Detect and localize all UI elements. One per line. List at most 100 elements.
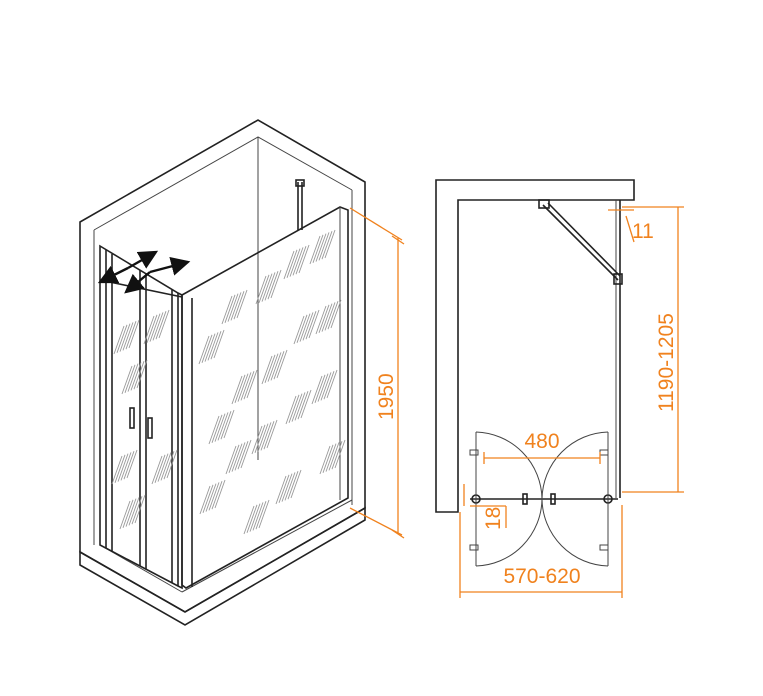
glass-hatch-line (302, 312, 314, 341)
glass-hatch-line (207, 332, 219, 361)
glass-hatch-line (151, 455, 163, 485)
glass-hatch-line (210, 331, 222, 360)
glass-hatch-line (246, 504, 258, 533)
glass-hatch-line (231, 375, 243, 405)
glass-hatch-line (290, 469, 302, 499)
glass-hatch-line (133, 361, 145, 390)
glass-hatch-line (263, 421, 275, 450)
glass-hatch-line (243, 505, 255, 535)
glass-hatch-line (208, 415, 220, 445)
glass-hatch-line (318, 232, 330, 261)
glass-hatch-line (317, 373, 329, 402)
glass-hatch-line (211, 481, 223, 510)
glass-hatch-line (328, 442, 340, 471)
glass-hatch-line (264, 354, 276, 383)
profile-offset-label: 18 (482, 507, 505, 530)
glass-hatch-line (154, 454, 166, 483)
glass-hatch-line (287, 471, 299, 500)
door-swing-arcs (469, 431, 609, 567)
opening-direction-arrows-icon (97, 250, 191, 294)
glass-hatch-line (296, 314, 308, 343)
glass-hatch-line (314, 374, 326, 403)
glass-hatch-line (126, 449, 138, 479)
glass-hatch-line (278, 474, 290, 503)
glass-hatch-line (324, 302, 336, 331)
glass-hatch-line (166, 449, 178, 479)
glass-hatch-line (131, 496, 143, 525)
wall-corner (79, 119, 366, 613)
glass-hatch-line (158, 309, 170, 339)
wall-gap-dimension: 11 (608, 209, 654, 243)
glass-hatch-line (294, 392, 306, 421)
glass-hatch-line (117, 453, 129, 482)
glass-hatch-line (261, 355, 273, 385)
glass-hatch-line (320, 372, 332, 401)
glass-hatch-line (223, 409, 235, 439)
glass-hatch-line (128, 319, 140, 349)
glass-hatch-line (309, 235, 321, 265)
glass-hatch-line (198, 335, 210, 365)
door-opening-dimension: 480 (483, 430, 601, 464)
stabilizer-bar (295, 179, 305, 230)
plan-stabilizer (542, 204, 619, 281)
glass-hatch-line (227, 293, 239, 322)
plan-walls (435, 179, 635, 513)
glass-hatch-line (230, 292, 242, 321)
glass-hatch-line (116, 324, 128, 353)
glass-hatch-line (214, 413, 226, 442)
glass-hatch-line (283, 250, 295, 280)
side-width-label: 1190-1205 (655, 313, 678, 412)
glass-hatch-line (261, 273, 273, 302)
glass-hatch-line (270, 269, 282, 299)
glass-hatch-line (270, 352, 282, 381)
glass-hatch-line (114, 454, 126, 483)
glass-hatch-line (234, 374, 246, 403)
glass-hatch-line (136, 359, 148, 389)
glass-hatch-line (289, 248, 301, 277)
glass-hatch-line (267, 271, 279, 300)
glass-hatch-line (234, 442, 246, 471)
glass-hatch-line (224, 294, 236, 323)
glass-hatch-line (291, 393, 303, 422)
glass-hatch-line (330, 299, 342, 329)
glass-hatch-line (146, 314, 158, 343)
glass-pattern (111, 229, 346, 535)
glass-hatch-line (122, 322, 134, 351)
glass-hatch-line (111, 455, 123, 485)
glass-hatch-line (128, 497, 140, 526)
glass-hatch-line (213, 329, 225, 359)
glass-hatch-line (273, 351, 285, 380)
glass-hatch-line (267, 353, 279, 382)
glass-hatch-line (319, 445, 331, 475)
glass-hatch-line (254, 424, 266, 453)
double-doors (99, 244, 183, 590)
glass-hatch-line (292, 247, 304, 276)
glass-hatch-line (127, 363, 139, 392)
glass-hatch-line (276, 349, 288, 379)
glass-hatch-line (123, 451, 135, 480)
door-opening-label: 480 (524, 430, 559, 453)
glass-hatch-line (275, 475, 287, 505)
glass-hatch-line (297, 391, 309, 420)
glass-hatch-line (208, 482, 220, 511)
glass-hatch-line (300, 389, 312, 419)
glass-hatch-line (323, 371, 335, 400)
glass-hatch-line (326, 369, 338, 399)
glass-hatch-line (143, 315, 155, 345)
glass-hatch-line (246, 369, 258, 399)
profile-offset-dimension: 18 (463, 484, 507, 530)
glass-hatch-line (160, 452, 172, 481)
glass-hatch-line (281, 473, 293, 502)
glass-hatch-line (327, 301, 339, 330)
glass-hatch-line (251, 425, 263, 455)
glass-hatch-line (315, 305, 327, 335)
glass-hatch-line (119, 323, 131, 352)
glass-hatch-line (237, 373, 249, 402)
glass-hatch-line (286, 249, 298, 278)
side-glass-panel (181, 206, 349, 589)
glass-hatch-line (318, 304, 330, 333)
glass-hatch-line (240, 372, 252, 401)
glass-hatch-line (255, 275, 267, 305)
glass-hatch-line (308, 309, 320, 339)
glass-hatch-line (233, 291, 245, 320)
